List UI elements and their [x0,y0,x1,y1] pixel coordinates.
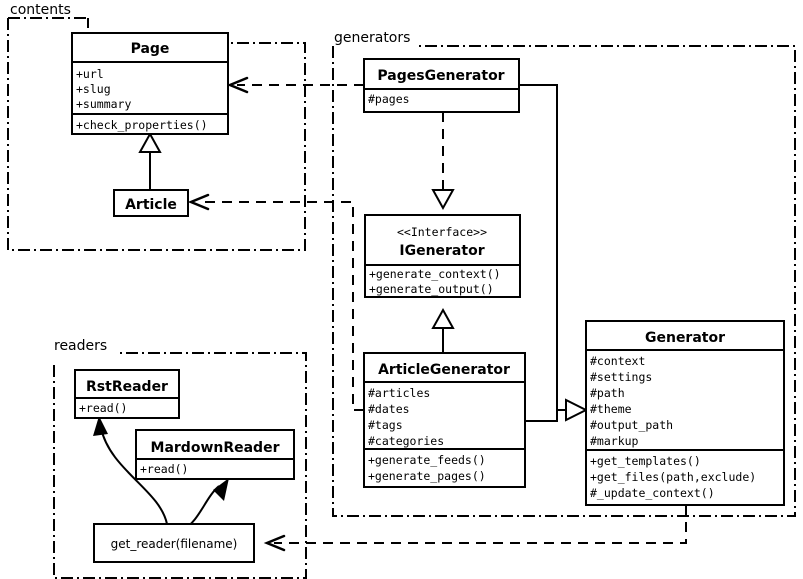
function-get-reader[interactable]: get_reader(filename) [93,523,255,563]
class-mardownreader-frame [135,429,295,480]
class-generator-attribute: #path [590,386,625,400]
package-generators: generators [332,30,796,517]
package-readers: readers [53,338,307,579]
hollow-triangle-arrowhead [138,131,162,153]
class-articlegenerator[interactable]: ArticleGenerator #articles #dates #tags … [363,352,526,488]
relation-article-inherits-page [138,131,162,190]
class-generator-attribute: #markup [590,434,639,448]
class-igenerator-method: +generate_output() [369,282,494,296]
relation-articlegenerator-inherits-generator [525,398,589,422]
class-generator-method: +get_files(path,exclude) [590,470,756,484]
class-rstreader[interactable]: RstReader +read() [74,369,180,419]
package-generators-label: generators [334,30,410,46]
class-page-attribute: +url [76,67,104,81]
class-igenerator-frame [364,214,521,298]
package-generators-border [332,45,796,517]
class-mardownreader-title: MardownReader [151,440,280,456]
hollow-triangle-arrowhead [431,307,455,329]
class-generator-title: Generator [645,330,725,346]
relation-get-reader-creates-mardownreader [182,478,229,531]
filled-arrowhead [93,416,108,436]
create-curve [100,427,168,525]
class-articlegenerator-method: +generate_feeds() [368,453,486,467]
class-igenerator[interactable]: <<Interface>> IGenerator +generate_conte… [364,214,521,298]
class-article-frame [113,189,189,217]
class-page[interactable]: Page +url +slug +summary +check_properti… [71,32,229,135]
class-igenerator-stereotype: <<Interface>> [397,225,487,239]
open-arrowhead [187,193,210,211]
class-pagesgenerator-title: PagesGenerator [377,68,504,84]
class-pagesgenerator-frame [363,58,520,113]
class-pagesgenerator-attribute: #pages [368,92,410,106]
class-articlegenerator-attribute: #categories [368,434,444,448]
function-get-reader-frame [93,523,255,563]
class-articlegenerator-frame [363,352,526,488]
relation-articlegenerator-uses-article [187,193,364,411]
class-page-attribute: +summary [76,97,131,111]
class-generator-attribute: #output_path [590,418,673,432]
class-rstreader-title: RstReader [86,379,168,395]
class-rstreader-method: +read() [79,401,127,415]
package-contents-label: contents [10,2,71,18]
class-pagesgenerator[interactable]: PagesGenerator #pages [363,58,520,113]
class-article[interactable]: Article [113,189,189,217]
generalization-line [525,409,566,422]
class-articlegenerator-attribute: #tags [368,418,403,432]
package-readers-border [53,352,307,579]
class-generator-method: +get_templates() [590,454,701,468]
class-articlegenerator-method: +generate_pages() [368,469,486,483]
class-article-title: Article [125,197,177,213]
class-igenerator-title: IGenerator [399,243,484,259]
class-generator-method: #_update_context() [590,486,715,500]
class-articlegenerator-attribute: #articles [368,386,430,400]
relation-pagesgenerator-uses-page [226,76,364,94]
relation-generator-uses-get-reader [263,505,687,552]
package-readers-label: readers [54,338,107,354]
class-mardownreader[interactable]: MardownReader +read() [135,429,295,480]
class-articlegenerator-title: ArticleGenerator [378,362,510,378]
dependency-line [274,505,687,544]
class-page-title: Page [131,41,170,57]
dependency-line [198,201,364,411]
relation-get-reader-creates-rstreader [93,416,168,525]
class-generator-attribute: #settings [590,370,652,384]
generalization-line [519,84,566,411]
hollow-triangle-arrowhead [431,189,455,211]
open-arrowhead [263,534,286,552]
class-articlegenerator-attribute: #dates [368,402,410,416]
relation-articlegenerator-inherits-igenerator [431,307,455,353]
class-generator-attribute: #context [590,354,645,368]
function-get-reader-label: get_reader(filename) [111,537,238,551]
relation-pagesgenerator-inherits-generator [519,84,566,411]
class-generator-attribute: #theme [590,402,632,416]
class-page-frame [71,32,229,135]
class-generator-frame [585,320,785,506]
class-igenerator-method: +generate_context() [369,267,501,281]
open-arrowhead [226,76,249,94]
class-generator[interactable]: Generator #context #settings #path #them… [585,320,785,506]
relation-pagesgenerator-realizes-igenerator [431,112,455,211]
class-page-method: +check_properties() [76,118,208,132]
class-rstreader-frame [74,369,180,419]
filled-arrowhead [213,478,229,501]
class-mardownreader-method: +read() [140,462,188,476]
hollow-triangle-arrowhead [565,398,589,422]
class-page-attribute: +slug [76,82,111,96]
